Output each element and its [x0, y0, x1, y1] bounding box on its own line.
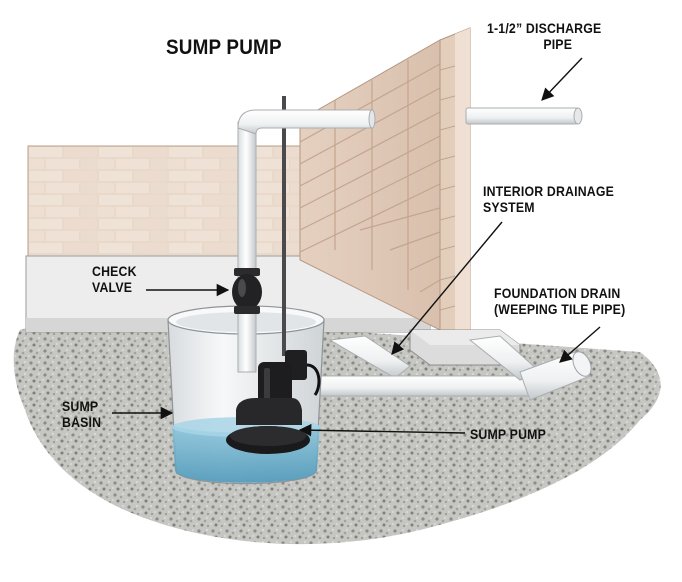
label-sump-pump: SUMP PUMP — [470, 426, 546, 442]
label-discharge-pipe: 1-1/2” DISCHARGE PIPE — [487, 20, 601, 52]
check-valve — [232, 268, 262, 314]
label-foundation-drain-line2: (WEEPING TILE PIPE) — [494, 301, 626, 317]
label-sump-basin-line1: SUMP — [62, 398, 99, 414]
label-foundation-drain-line1: FOUNDATION DRAIN — [494, 285, 621, 301]
discharge-pipe-exterior — [465, 107, 583, 125]
label-interior-drainage-line1: INTERIOR DRAINAGE — [483, 183, 614, 199]
label-sump-basin-line2: BASIN — [62, 414, 102, 430]
float-rod — [282, 96, 286, 356]
pointer-discharge-pipe — [541, 57, 583, 101]
label-interior-drainage: INTERIOR DRAINAGE SYSTEM — [483, 183, 614, 215]
pointer-sump-pump — [298, 423, 466, 437]
foundation-drain-pipe — [519, 351, 592, 401]
diagram-title: SUMP PUMP — [166, 36, 282, 59]
label-foundation-drain: FOUNDATION DRAIN (WEEPING TILE PIPE) — [494, 285, 625, 317]
basement-back-wall — [27, 145, 321, 257]
pointer-interior-drainage — [391, 221, 503, 355]
gravel-ground — [13, 322, 661, 545]
label-discharge-pipe-line2: PIPE — [543, 36, 573, 52]
label-interior-drainage-line2: SYSTEM — [483, 199, 535, 215]
label-discharge-pipe-line1: 1-1/2” DISCHARGE — [487, 20, 602, 36]
label-sump-basin: SUMP BASIN — [62, 398, 101, 430]
label-check-valve-line2: VALVE — [92, 279, 133, 295]
label-pointers — [112, 57, 601, 437]
pointer-foundation-drain — [559, 326, 601, 363]
label-check-valve-line1: CHECK — [92, 263, 137, 279]
label-check-valve: CHECK VALVE — [92, 263, 137, 295]
sump-pump — [226, 350, 321, 454]
